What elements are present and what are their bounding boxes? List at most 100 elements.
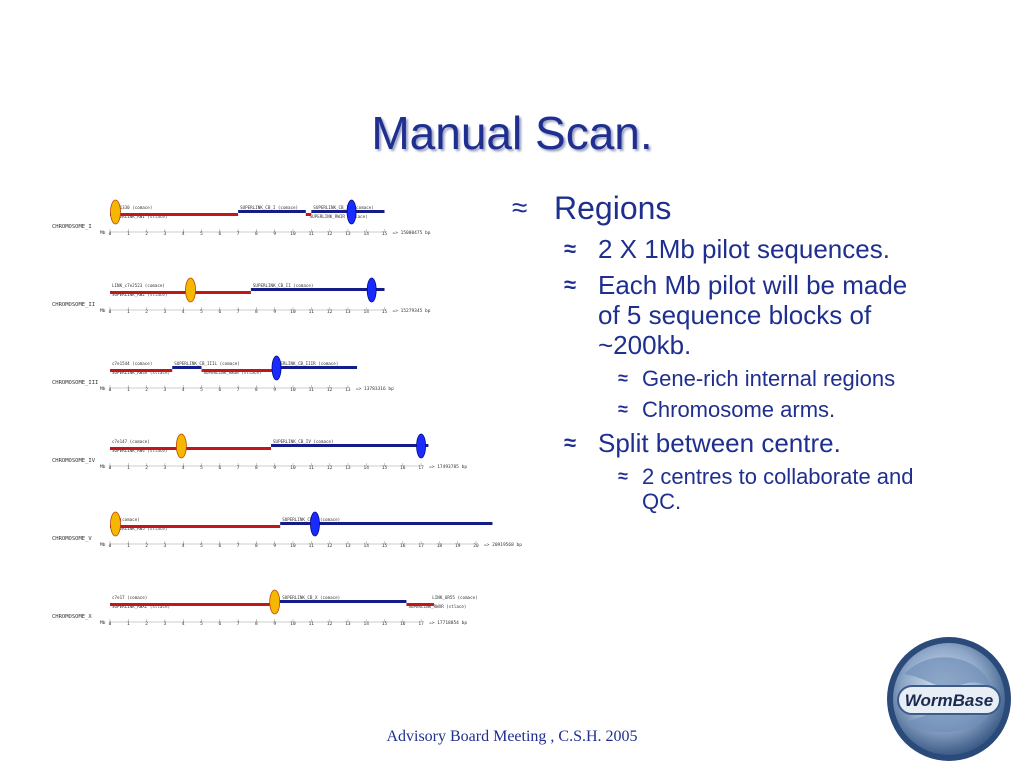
tick-label: 16 xyxy=(400,543,406,549)
tick-label: 2 xyxy=(145,231,148,237)
bullet-level1: ≈Regions xyxy=(512,190,932,226)
tick-label: 0 xyxy=(109,543,112,549)
tick-label: 4 xyxy=(182,231,185,237)
bullet-glyph-icon: ≈ xyxy=(564,272,577,297)
tick-label: 12 xyxy=(327,231,333,237)
bullet-glyph-icon: ≈ xyxy=(564,236,577,261)
bullet-level2: ≈2 X 1Mb pilot sequences. xyxy=(512,234,932,264)
tick-label: 4 xyxy=(182,309,185,315)
tick-label: 14 xyxy=(363,309,369,315)
length-label: => 20919568 bp xyxy=(484,542,522,548)
blue-segment xyxy=(238,210,306,213)
label-bottom: SUPERLINK_RW3A (stlace) xyxy=(112,370,170,375)
bullet-text: Split between centre. xyxy=(598,428,841,458)
tick-label: 6 xyxy=(218,387,221,393)
bullet-level3: ≈2 centres to collaborate and QC. xyxy=(512,464,932,514)
tick-label: 9 xyxy=(273,543,276,549)
label-bottom: SUPERLINK_RWIR (stlace) xyxy=(310,214,368,219)
tick-label: 19 xyxy=(455,543,461,549)
chromosome-name: CHROMOSOME_IV xyxy=(52,458,96,464)
tick-label: 0 xyxy=(109,621,112,627)
tick-label: 14 xyxy=(363,543,369,549)
tick-label: 18 xyxy=(437,543,443,549)
tick-label: 14 xyxy=(363,621,369,627)
tick-label: 2 xyxy=(145,543,148,549)
tick-label: 5 xyxy=(200,543,203,549)
axis-unit: Mb xyxy=(100,308,106,314)
blue-segment xyxy=(274,600,407,603)
tick-label: 6 xyxy=(218,543,221,549)
tick-label: 13 xyxy=(345,231,351,237)
tick-label: 13 xyxy=(345,309,351,315)
tick-label: 11 xyxy=(309,231,315,237)
length-label: => 17718854 bp xyxy=(429,620,467,626)
label-bottom: SUPERLINK_RW5 (stlace) xyxy=(112,526,167,531)
bullet-level2: ≈Each Mb pilot will be made of 5 sequenc… xyxy=(512,270,932,360)
tick-label: 9 xyxy=(273,387,276,393)
chromosome-name: CHROMOSOME_X xyxy=(52,614,92,620)
tick-label: 1 xyxy=(127,621,130,627)
tick-label: 3 xyxy=(164,387,167,393)
tick-label: 13 xyxy=(345,387,351,393)
blue-segment xyxy=(271,444,429,447)
pilot-region-yellow xyxy=(110,511,121,537)
label-top: c7e1330 (comace) xyxy=(112,205,152,210)
tick-label: 14 xyxy=(363,231,369,237)
tick-label: 2 xyxy=(145,309,148,315)
tick-label: 10 xyxy=(290,621,296,627)
tick-label: 16 xyxy=(400,621,406,627)
tick-label: 1 xyxy=(127,465,130,471)
label-bottom: SUPERLINK_RW3B (stlace) xyxy=(204,370,262,375)
tick-label: 11 xyxy=(309,543,315,549)
tick-label: 10 xyxy=(290,465,296,471)
label-top: c7e17 (comace) xyxy=(112,595,147,600)
red-segment xyxy=(110,447,272,450)
logo-text: WormBase xyxy=(905,691,994,710)
axis-unit: Mb xyxy=(100,620,106,626)
tick-label: 3 xyxy=(164,465,167,471)
tick-label: 2 xyxy=(145,621,148,627)
tick-label: 3 xyxy=(164,543,167,549)
label-bottom: SUPERLINK_RWI (stlace) xyxy=(112,214,167,219)
length-label: => 13783316 bp xyxy=(356,386,394,392)
tick-label: 15 xyxy=(382,465,388,471)
tick-label: 6 xyxy=(218,465,221,471)
tick-label: 1 xyxy=(127,309,130,315)
red-segment xyxy=(110,525,281,528)
bullet-text: 2 centres to collaborate and QC. xyxy=(642,464,914,514)
tick-label: 6 xyxy=(218,621,221,627)
tick-label: 16 xyxy=(400,465,406,471)
chromosome-name: CHROMOSOME_V xyxy=(52,536,92,542)
tick-label: 5 xyxy=(200,309,203,315)
tick-label: 0 xyxy=(109,465,112,471)
pilot-region-yellow xyxy=(110,199,121,225)
red-segment xyxy=(305,213,312,216)
label-top: ERLINK_CB_IIIR (comace) xyxy=(280,361,338,366)
tick-label: 5 xyxy=(200,621,203,627)
red-segment xyxy=(201,369,275,372)
bullet-glyph-icon: ≈ xyxy=(618,466,628,486)
tick-label: 8 xyxy=(255,231,258,237)
label-top: SUPERLINK_CB_IR (comace) xyxy=(313,205,374,210)
red-segment xyxy=(110,213,239,216)
tick-label: 11 xyxy=(309,621,315,627)
tick-label: 10 xyxy=(290,387,296,393)
tick-label: 5 xyxy=(200,387,203,393)
blue-segment xyxy=(280,522,493,525)
tick-label: 15 xyxy=(382,309,388,315)
tick-label: 11 xyxy=(309,309,315,315)
tick-label: 11 xyxy=(309,387,315,393)
tick-label: 12 xyxy=(327,543,333,549)
tick-label: 15 xyxy=(382,621,388,627)
tick-label: 6 xyxy=(218,309,221,315)
bullet-level3: ≈Chromosome arms. xyxy=(512,397,932,422)
tick-label: 3 xyxy=(164,231,167,237)
blue-segment xyxy=(250,288,385,291)
chromosome-name: CHROMOSOME_III xyxy=(52,380,98,386)
slide-title: Manual Scan. xyxy=(371,107,653,159)
tick-label: 1 xyxy=(127,543,130,549)
bullet-level2: ≈Split between centre. xyxy=(512,428,932,458)
tick-label: 3 xyxy=(164,621,167,627)
tick-label: 9 xyxy=(273,621,276,627)
